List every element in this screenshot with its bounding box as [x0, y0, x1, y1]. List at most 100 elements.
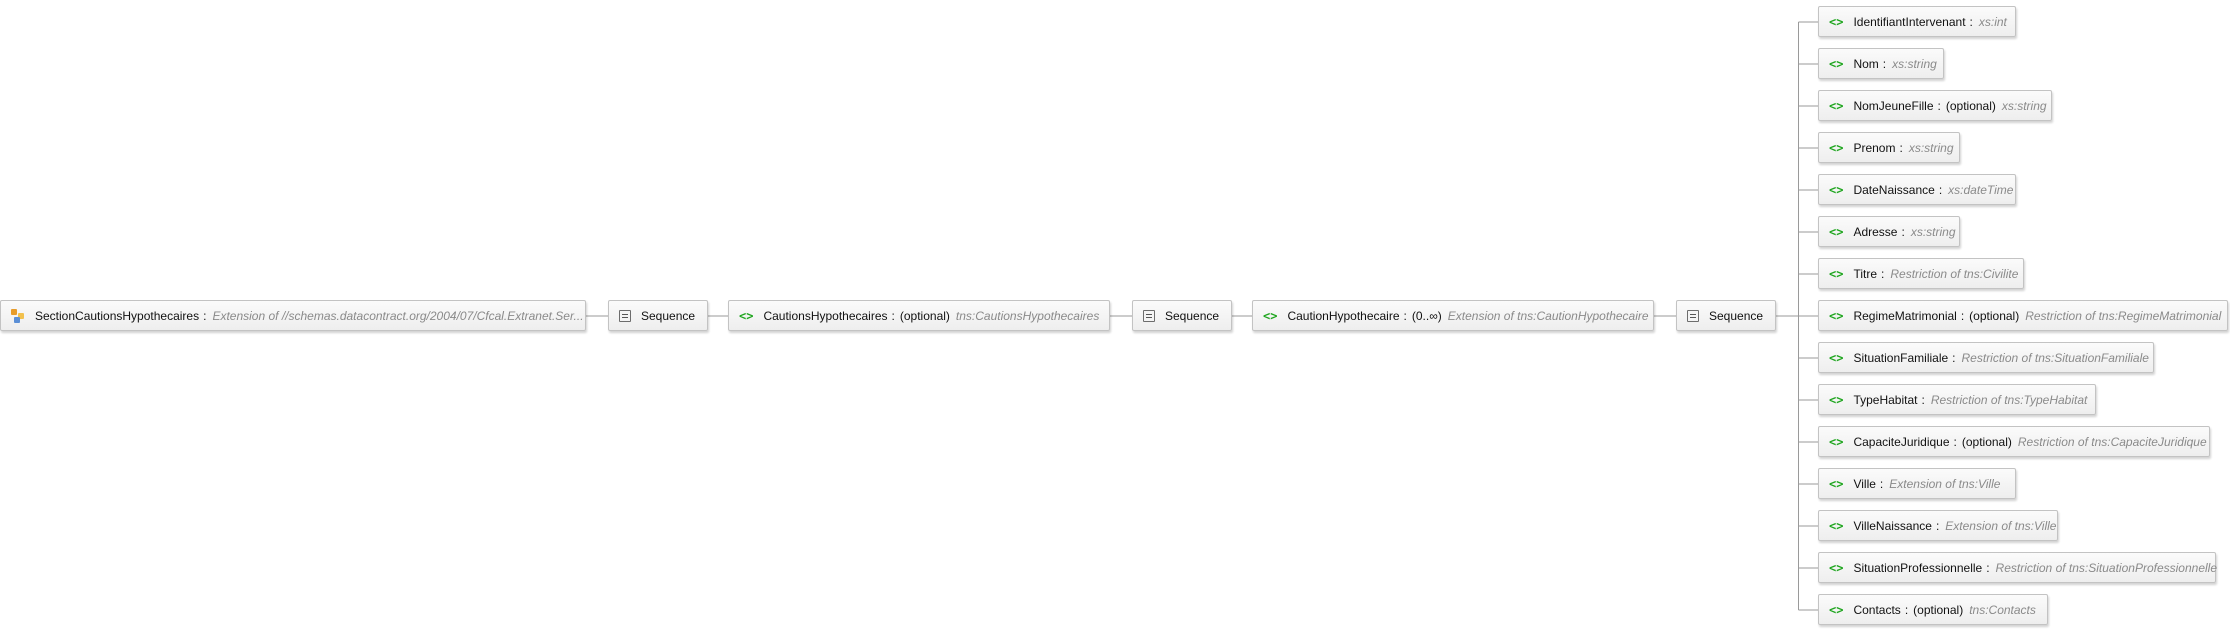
- element-icon: <>: [1829, 518, 1844, 533]
- node-cardinality: (optional): [1945, 98, 1996, 113]
- element-icon: <>: [1829, 350, 1844, 365]
- child-element-nom-jeune-fille[interactable]: <> NomJeuneFille : (optional) xs:string: [1818, 90, 2052, 121]
- node-name: SituationProfessionnelle: [1853, 560, 1983, 575]
- node-colon: :: [1986, 560, 1990, 575]
- sequence-node-2[interactable]: Sequence: [1132, 300, 1232, 331]
- node-colon: :: [1938, 182, 1943, 197]
- node-type: Restriction of tns:SituationProfessionne…: [1995, 560, 2217, 575]
- element-node-caution-hypothecaire[interactable]: <> CautionHypothecaire : (0..∞) Extensio…: [1252, 300, 1654, 331]
- element-icon: <>: [1829, 14, 1844, 29]
- node-name: Contacts: [1853, 602, 1901, 617]
- node-type: Extension of //schemas.datacontract.org/…: [212, 308, 584, 323]
- node-colon: :: [1921, 392, 1925, 407]
- child-element-ville[interactable]: <> Ville : Extension of tns:Ville: [1818, 468, 2016, 499]
- child-element-situation-professionnelle[interactable]: <> SituationProfessionnelle : Restrictio…: [1818, 552, 2217, 583]
- node-type: xs:dateTime: [1948, 182, 2014, 197]
- child-element-regime-matrimonial[interactable]: <> RegimeMatrimonial : (optional) Restri…: [1818, 300, 2228, 331]
- element-icon: <>: [1829, 476, 1844, 491]
- node-name: CautionsHypothecaires: [763, 308, 888, 323]
- node-cardinality: (0..∞): [1411, 308, 1442, 323]
- node-name: RegimeMatrimonial: [1853, 308, 1957, 323]
- node-type: xs:string: [1910, 224, 1956, 239]
- child-element-titre[interactable]: <> Titre : Restriction of tns:Civilite: [1818, 258, 2024, 289]
- element-icon: <>: [1829, 140, 1844, 155]
- sequence-label: Sequence: [1709, 308, 1764, 323]
- node-colon: :: [1879, 476, 1884, 491]
- sequence-node-3[interactable]: Sequence: [1676, 300, 1776, 331]
- node-name: Nom: [1853, 56, 1879, 71]
- child-element-ville-naissance[interactable]: <> VilleNaissance : Extension of tns:Vil…: [1818, 510, 2058, 541]
- node-type: xs:string: [1908, 140, 1954, 155]
- sequence-icon: [619, 309, 631, 322]
- child-element-nom[interactable]: <> Nom : xs:string: [1818, 48, 1944, 79]
- sequence-icon: [1687, 309, 1699, 322]
- element-icon: <>: [1829, 392, 1844, 407]
- node-colon: :: [1935, 518, 1940, 533]
- node-type: Restriction of tns:RegimeMatrimonial: [2025, 308, 2222, 323]
- node-colon: :: [203, 308, 207, 323]
- node-type: xs:string: [1892, 56, 1937, 71]
- child-element-situation-familiale[interactable]: <> SituationFamiliale : Restriction of t…: [1818, 342, 2154, 373]
- element-icon: <>: [1829, 224, 1844, 239]
- element-node-cautions-hypothecaires[interactable]: <> CautionsHypothecaires : (optional) tn…: [728, 300, 1110, 331]
- sequence-node-1[interactable]: Sequence: [608, 300, 708, 331]
- node-name: Adresse: [1853, 224, 1898, 239]
- node-colon: :: [1882, 56, 1887, 71]
- node-name: SituationFamiliale: [1853, 350, 1949, 365]
- element-icon: <>: [739, 308, 754, 323]
- node-name: CapaciteJuridique: [1853, 434, 1950, 449]
- node-cardinality: (optional): [1961, 434, 2012, 449]
- node-colon: :: [1937, 98, 1941, 113]
- node-type: tns:Contacts: [1969, 602, 2036, 617]
- element-icon: <>: [1829, 266, 1844, 281]
- child-element-adresse[interactable]: <> Adresse : xs:string: [1818, 216, 1960, 247]
- node-type: Extension of tns:Ville: [1889, 476, 2001, 491]
- element-icon: <>: [1829, 602, 1844, 617]
- node-colon: :: [1953, 434, 1957, 449]
- node-name: TypeHabitat: [1853, 392, 1918, 407]
- child-element-identifiant-intervenant[interactable]: <> IdentifiantIntervenant : xs:int: [1818, 6, 2016, 37]
- node-colon: :: [1403, 308, 1407, 323]
- node-name: SectionCautionsHypothecaires: [35, 308, 200, 323]
- node-colon: :: [1899, 140, 1903, 155]
- node-type: tns:CautionsHypothecaires: [955, 308, 1100, 323]
- element-icon: <>: [1829, 56, 1844, 71]
- node-colon: :: [891, 308, 895, 323]
- node-colon: :: [1881, 266, 1885, 281]
- element-icon: <>: [1829, 182, 1844, 197]
- child-element-type-habitat[interactable]: <> TypeHabitat : Restriction of tns:Type…: [1818, 384, 2096, 415]
- child-element-capacite-juridique[interactable]: <> CapaciteJuridique : (optional) Restri…: [1818, 426, 2210, 457]
- node-colon: :: [1969, 14, 1973, 29]
- node-name: DateNaissance: [1853, 182, 1935, 197]
- sequence-label: Sequence: [641, 308, 696, 323]
- node-type: Restriction of tns:SituationFamiliale: [1961, 350, 2149, 365]
- node-cardinality: (optional): [1969, 308, 2020, 323]
- root-node-section-cautions-hypothecaires[interactable]: SectionCautionsHypothecaires : Extension…: [0, 300, 586, 331]
- element-icon: <>: [1829, 560, 1844, 575]
- element-icon: <>: [1829, 434, 1844, 449]
- node-type: Restriction of tns:TypeHabitat: [1930, 392, 2088, 407]
- element-icon: <>: [1829, 308, 1844, 323]
- node-name: NomJeuneFille: [1853, 98, 1934, 113]
- complex-type-icon: [11, 308, 25, 323]
- node-colon: :: [1952, 350, 1956, 365]
- node-name: Prenom: [1853, 140, 1896, 155]
- sequence-label: Sequence: [1165, 308, 1220, 323]
- node-type: Restriction of tns:Civilite: [1890, 266, 2019, 281]
- node-name: Ville: [1853, 476, 1876, 491]
- node-colon: :: [1901, 224, 1905, 239]
- node-type: xs:int: [1978, 14, 2007, 29]
- node-colon: :: [1904, 602, 1909, 617]
- child-element-date-naissance[interactable]: <> DateNaissance : xs:dateTime: [1818, 174, 2016, 205]
- node-cardinality: (optional): [899, 308, 950, 323]
- node-name: Titre: [1853, 266, 1878, 281]
- node-type: Extension of tns:CautionHypothecaire: [1447, 308, 1649, 323]
- node-name: CautionHypothecaire: [1287, 308, 1400, 323]
- node-type: Restriction of tns:CapaciteJuridique: [2017, 434, 2207, 449]
- node-name: IdentifiantIntervenant: [1853, 14, 1966, 29]
- element-icon: <>: [1263, 308, 1278, 323]
- node-name: VilleNaissance: [1853, 518, 1932, 533]
- child-element-contacts[interactable]: <> Contacts : (optional) tns:Contacts: [1818, 594, 2048, 625]
- node-type: Extension of tns:Ville: [1945, 518, 2057, 533]
- child-element-prenom[interactable]: <> Prenom : xs:string: [1818, 132, 1960, 163]
